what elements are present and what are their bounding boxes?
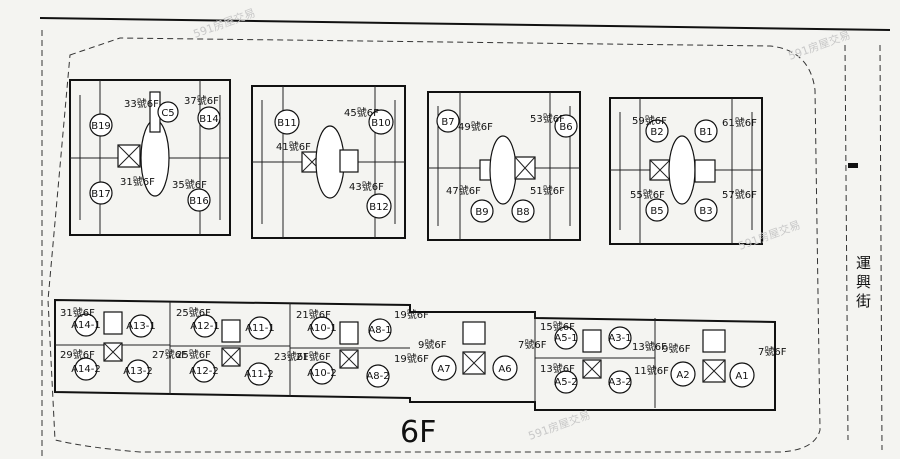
house-number: 51號6F <box>530 184 565 197</box>
house-number: 19號6F <box>394 308 429 321</box>
unit-code: A8-1 <box>368 325 391 336</box>
house-number: 47號6F <box>446 184 481 197</box>
unit-code: A10-1 <box>307 323 337 334</box>
unit-code: A3-1 <box>608 333 631 344</box>
unit-code: A10-2 <box>307 368 337 379</box>
house-number: 31號6F <box>60 306 95 319</box>
house-number: 9號6F <box>418 338 447 351</box>
block-bb3: A10-1 21號6F A8-1 19號6F A10-2 21號6F A8-2 … <box>290 308 429 388</box>
unit-code: B2 <box>650 127 663 138</box>
site-boundary <box>47 37 821 453</box>
unit-code: A12-2 <box>189 366 219 377</box>
bottom-row-outline <box>54 298 776 411</box>
house-number: 53號6F <box>530 112 565 125</box>
unit-code: A13-2 <box>123 366 153 377</box>
block-bb5: A5-1 15號6F A3-1 13號6F A5-2 13號6F A3-2 11… <box>535 318 669 408</box>
house-number: 57號6F <box>722 188 757 201</box>
unit-code: B6 <box>559 122 572 133</box>
house-number: 37號6F <box>184 94 219 107</box>
house-number: 7號6F <box>758 345 787 358</box>
house-number: 49號6F <box>458 120 493 133</box>
unit-code: B7 <box>441 117 454 128</box>
block-bb4: A7 9號6F A6 7號6F <box>418 312 547 402</box>
house-number: 23號6F <box>274 350 309 363</box>
block-bb2: A12-1 25號6F A11-1 A12-2 25號6F A11-2 23號6… <box>170 303 309 397</box>
street-name-char-1: 運 <box>856 254 871 272</box>
house-number: 11號6F <box>634 364 669 377</box>
unit-code: A1 <box>735 371 748 382</box>
unit-code: B11 <box>277 118 297 129</box>
floor-label: 6F <box>400 415 436 450</box>
watermark: 591房屋交易 <box>526 407 592 442</box>
house-number: 21號6F <box>296 308 331 321</box>
unit-code: B12 <box>369 202 389 213</box>
house-number: 33號6F <box>124 97 159 110</box>
house-number: 15號6F <box>540 320 575 333</box>
unit-code: B1 <box>699 127 712 138</box>
unit-code: A13-1 <box>126 321 156 332</box>
house-number: 35號6F <box>172 178 207 191</box>
unit-code: B5 <box>650 206 663 217</box>
block-bb1: A14-1 31號6F A13-1 A14-2 29號6F A13-2 27號6… <box>55 302 187 395</box>
street-edge-top <box>39 17 891 31</box>
unit-code: B8 <box>516 207 529 218</box>
unit-code: B14 <box>199 114 219 125</box>
unit-code: B16 <box>189 196 209 207</box>
unit-code: A6 <box>498 364 511 375</box>
building-tb1: B19 33號6F C5 B14 37號6F B17 31號6F B16 35號… <box>69 79 231 236</box>
unit-code: A3-2 <box>608 377 631 388</box>
house-number: 59號6F <box>632 114 667 127</box>
house-number: 43號6F <box>349 180 384 193</box>
unit-code: A2 <box>676 370 689 381</box>
unit-code: C5 <box>161 108 174 119</box>
unit-code: A5-2 <box>554 377 577 388</box>
street-boundary-far-right <box>879 44 883 451</box>
unit-code: A5-1 <box>554 333 577 344</box>
unit-code: A12-1 <box>190 321 220 332</box>
house-number: 7號6F <box>518 338 547 351</box>
watermark: 591房屋交易 <box>736 217 802 252</box>
unit-code: A8-2 <box>366 371 389 382</box>
building-tb2: B11 41號6F B10 45號6F B12 43號6F <box>251 85 406 239</box>
house-number: 41號6F <box>276 140 311 153</box>
unit-code: A11-2 <box>244 369 274 380</box>
house-number: 21號6F <box>296 350 331 363</box>
house-number: 55號6F <box>630 188 665 201</box>
unit-code: A14-2 <box>71 364 101 375</box>
house-number: 25號6F <box>176 348 211 361</box>
house-number: 61號6F <box>722 116 757 129</box>
watermark: 591房屋交易 <box>191 5 257 40</box>
street-name-char-2: 興 <box>856 273 871 291</box>
unit-code: B9 <box>475 207 488 218</box>
street-label: 運 興 街 <box>856 254 871 310</box>
building-tb4: B2 59號6F B1 61號6F B5 55號6F B3 57號6F <box>609 97 763 245</box>
unit-code: B19 <box>91 121 111 132</box>
unit-code: B10 <box>371 118 391 129</box>
street-name-char-3: 街 <box>856 292 871 310</box>
watermark: 591房屋交易 <box>786 27 852 62</box>
house-number: 13號6F <box>632 340 667 353</box>
house-number: 13號6F <box>540 362 575 375</box>
unit-code: A11-1 <box>245 323 275 334</box>
house-number: 25號6F <box>176 306 211 319</box>
block-bb6: A2 9號6F A1 7號6F <box>662 329 787 388</box>
unit-code: B3 <box>699 206 712 217</box>
building-tb3: B7 49號6F B6 53號6F B9 47號6F B8 51號6F <box>427 91 581 241</box>
street-marker <box>848 163 858 168</box>
unit-code: A7 <box>437 364 450 375</box>
street-boundary-right <box>844 44 849 441</box>
house-number: 27號6F <box>152 348 187 361</box>
unit-code: A14-1 <box>71 320 101 331</box>
house-number: 31號6F <box>120 175 155 188</box>
unit-code: B17 <box>91 189 111 200</box>
house-number: 45號6F <box>344 106 379 119</box>
house-number: 19號6F <box>394 352 429 365</box>
house-number: 9號6F <box>662 342 691 355</box>
house-number: 29號6F <box>60 348 95 361</box>
